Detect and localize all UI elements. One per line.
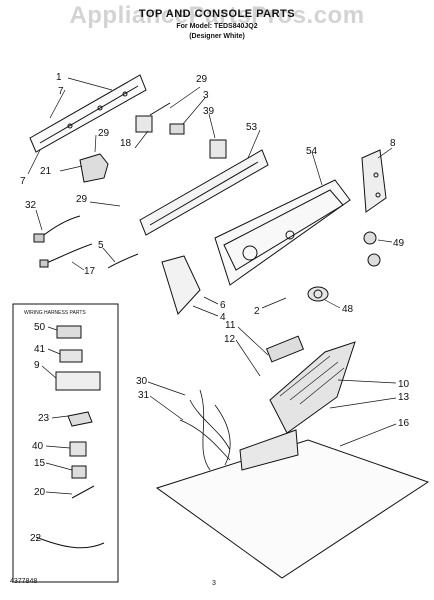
knob-49b — [367, 253, 381, 267]
callout-39: 39 — [203, 106, 215, 117]
callout-18: 18 — [120, 138, 132, 149]
callout-12: 12 — [224, 334, 236, 345]
diagram-title: TOP AND CONSOLE PARTS — [138, 8, 296, 20]
callout-7a: 7 — [58, 86, 64, 97]
end-cap-8 — [361, 149, 387, 213]
callout-1: 1 — [56, 72, 62, 83]
callout-3: 3 — [203, 90, 209, 101]
kit-box-content: WIRING HARNESS PARTS 50 41 9 23 40 15 20… — [24, 310, 86, 544]
console-front-panel — [139, 149, 269, 236]
callout-4: 4 — [220, 312, 226, 323]
callout-53: 53 — [246, 122, 258, 133]
kit-callout-9: 9 — [34, 360, 40, 371]
door-panel-4 — [161, 255, 201, 315]
callout-2: 2 — [254, 306, 260, 317]
callout-labels: 1 7 7 29 3 39 53 8 29 18 21 54 29 32 5 1… — [20, 72, 410, 429]
callout-48: 48 — [342, 304, 354, 315]
callout-29c: 29 — [76, 194, 88, 205]
kit-callout-20: 20 — [34, 487, 46, 498]
selector-switch — [209, 139, 227, 159]
callout-8: 8 — [390, 138, 396, 149]
knob-49a — [363, 231, 377, 245]
callout-7b: 7 — [20, 176, 26, 187]
lint-filter-housing — [269, 341, 356, 434]
console-back-panel — [29, 74, 147, 153]
timer-knob-part — [135, 115, 153, 133]
bracket-21 — [79, 153, 109, 183]
doc-number: 4377848 — [10, 578, 38, 585]
main-top-16 — [155, 439, 430, 579]
kit-callout-50: 50 — [34, 322, 46, 333]
callout-16: 16 — [398, 418, 410, 429]
callout-30: 30 — [136, 376, 148, 387]
color-line: (Designer White) — [189, 33, 245, 40]
callout-6: 6 — [220, 300, 226, 311]
watermark: AppliancePartsPros.com — [69, 2, 365, 29]
callout-17: 17 — [84, 266, 96, 277]
leader-lines — [27, 77, 397, 447]
wire-17 — [43, 243, 93, 265]
callout-31: 31 — [138, 390, 150, 401]
callout-21: 21 — [40, 166, 52, 177]
push-to-start-switch — [169, 123, 185, 135]
callout-29b: 29 — [98, 128, 110, 139]
control-panel — [214, 179, 351, 286]
callout-5: 5 — [98, 240, 104, 251]
kit-callout-40: 40 — [32, 441, 44, 452]
knob-48 — [307, 286, 329, 302]
model-line: For Model: TEDS840JQ2 — [176, 23, 258, 30]
wiring-harness — [179, 389, 231, 471]
callout-10: 10 — [398, 379, 410, 390]
page-number: 3 — [212, 580, 216, 587]
callout-29a: 29 — [196, 74, 208, 85]
lint-door-11 — [265, 335, 305, 363]
callout-49: 49 — [393, 238, 405, 249]
kit-callout-23: 23 — [38, 413, 50, 424]
wire-5 — [107, 253, 139, 269]
wire-32 — [39, 215, 81, 239]
kit-box-title: WIRING HARNESS PARTS — [24, 310, 86, 316]
kit-callout-41: 41 — [34, 344, 46, 355]
kit-callout-15: 15 — [34, 458, 46, 469]
kit-callout-22: 22 — [30, 533, 42, 544]
kit-box — [12, 303, 119, 583]
callout-11: 11 — [225, 320, 236, 331]
callout-54: 54 — [306, 146, 318, 157]
kit-leader-lines — [41, 326, 73, 495]
callout-32: 32 — [25, 200, 37, 211]
callout-13: 13 — [398, 392, 410, 403]
